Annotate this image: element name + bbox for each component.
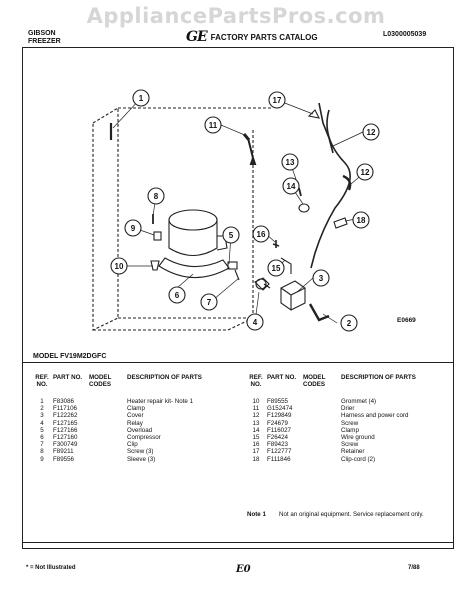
divider-bottom xyxy=(23,542,453,543)
cover-icon xyxy=(280,280,306,311)
catalog-page-frame: 1 2 3 4 5 6 7 8 9 10 11 12 12 13 14 15 1… xyxy=(22,47,454,549)
header-part: PART NO. xyxy=(267,374,297,381)
callout-6: 6 xyxy=(175,291,180,300)
header-ref: REF. NO. xyxy=(35,374,49,389)
callout-12a: 12 xyxy=(367,128,376,137)
brand-line-2: FREEZER xyxy=(28,38,61,45)
callout-13: 13 xyxy=(286,158,295,167)
parts-table-right: REF. NO. PART NO. MODEL CODES DESCRIPTIO… xyxy=(245,374,429,463)
callout-5: 5 xyxy=(229,231,234,240)
harness-wire xyxy=(318,102,334,154)
power-cord xyxy=(310,109,351,269)
table-header: REF. NO. PART NO. MODEL CODES DESCRIPTIO… xyxy=(245,374,429,390)
compressor-body xyxy=(168,220,218,257)
callout-7: 7 xyxy=(207,298,212,307)
drier-icon xyxy=(247,137,257,165)
relay-cover xyxy=(216,235,228,251)
header-part: PART NO. xyxy=(53,374,83,381)
compressor-base-plate xyxy=(158,257,230,279)
ge-logo: GE xyxy=(186,29,208,45)
callout-10: 10 xyxy=(115,262,124,271)
clip-cord-icon xyxy=(333,217,348,229)
footer-code: E0 xyxy=(236,564,251,575)
callout-17: 17 xyxy=(273,96,282,105)
screw-16-icon xyxy=(272,240,280,248)
clamp-2-icon xyxy=(308,303,330,322)
callout-16: 16 xyxy=(257,230,266,239)
callout-1: 1 xyxy=(139,94,144,103)
header-desc: DESCRIPTION OF PARTS xyxy=(341,374,416,381)
table-note: Note 1 Not an original equipment. Servic… xyxy=(247,511,449,518)
footer-note: * = Not Illustrated xyxy=(26,565,76,571)
diagram-code: E0669 xyxy=(397,317,416,324)
relay-icon xyxy=(254,277,270,291)
callout-18: 18 xyxy=(357,216,366,225)
catalog-title: FACTORY PARTS CATALOG xyxy=(210,32,318,42)
grommet-icon xyxy=(150,260,160,271)
callout-3: 3 xyxy=(319,274,324,283)
note-text: Not an original equipment. Service repla… xyxy=(279,511,424,518)
sleeve-icon xyxy=(153,231,162,241)
callout-15: 15 xyxy=(272,264,281,273)
header-codes: MODEL CODES xyxy=(303,374,326,389)
header-codes: MODEL CODES xyxy=(89,374,112,389)
parts-table-left: REF. NO. PART NO. MODEL CODES DESCRIPTIO… xyxy=(31,374,215,463)
retainer-icon xyxy=(307,109,320,119)
brand-line-1: GIBSON xyxy=(28,30,56,37)
callout-9: 9 xyxy=(131,224,136,233)
divider-top xyxy=(23,362,453,363)
doc-number: L0300005039 xyxy=(383,31,427,38)
note-label: Note 1 xyxy=(247,511,266,518)
callout-14: 14 xyxy=(287,182,296,191)
callout-12b: 12 xyxy=(361,168,370,177)
parts-diagram: 1 2 3 4 5 6 7 8 9 10 11 12 12 13 14 15 1… xyxy=(92,89,416,332)
callout-2: 2 xyxy=(347,319,352,328)
callout-11: 11 xyxy=(209,121,218,130)
callout-8: 8 xyxy=(154,192,159,201)
table-header: REF. NO. PART NO. MODEL CODES DESCRIPTIO… xyxy=(31,374,215,390)
cabinet-side-outline xyxy=(92,107,119,331)
header-ref: REF. NO. xyxy=(249,374,263,389)
model-label: MODEL FV19M2DGFC xyxy=(33,353,107,360)
brand-block: GIBSON FREEZER xyxy=(28,30,61,46)
overload-icon xyxy=(227,261,238,270)
clamp-14-icon xyxy=(298,203,310,213)
watermark: AppliancePartsPros.com xyxy=(86,4,386,28)
wire-ground-icon xyxy=(280,257,292,274)
screw-13-icon xyxy=(298,187,302,197)
header-desc: DESCRIPTION OF PARTS xyxy=(127,374,202,381)
callout-4: 4 xyxy=(253,318,258,327)
catalog-title-block: GE FACTORY PARTS CATALOG xyxy=(186,29,318,45)
footer-date: 7/88 xyxy=(408,565,420,571)
